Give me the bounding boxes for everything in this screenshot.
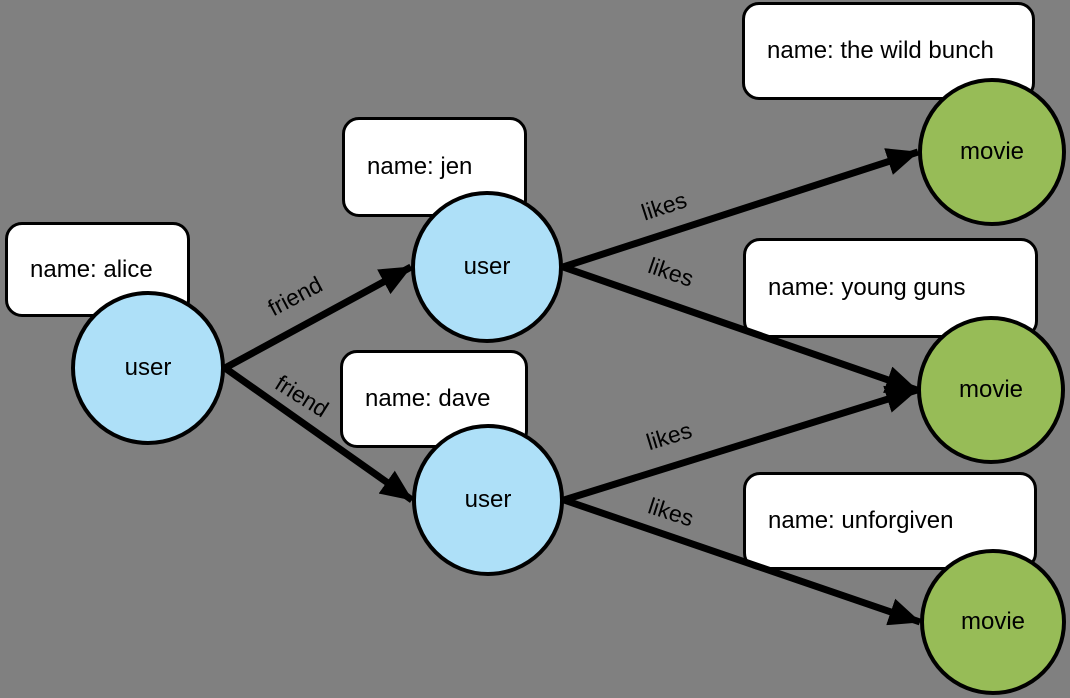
- property-text: name: unforgiven: [768, 507, 954, 534]
- edge-jen-young_guns: [561, 263, 919, 394]
- edge-dave-young_guns: [562, 385, 919, 504]
- edge-label-jen-wild_bunch: likes: [638, 187, 690, 226]
- property-text: name: jen: [367, 153, 473, 180]
- property-text: name: alice: [30, 255, 153, 283]
- property-text: name: the wild bunch: [767, 37, 994, 64]
- edge-jen-wild_bunch: [561, 148, 920, 271]
- edge-dave-unforgiven: [562, 496, 922, 626]
- property-text: name: young guns: [768, 274, 966, 301]
- edge-label-alice-jen: friend: [263, 271, 326, 321]
- edge-label-dave-young_guns: likes: [643, 417, 695, 455]
- edge-label-alice-dave: friend: [271, 370, 334, 423]
- edge-label-dave-unforgiven: likes: [645, 493, 697, 532]
- edge-alice-jen: [223, 263, 413, 372]
- edge-alice-dave: [222, 365, 415, 503]
- property-text: name: dave: [365, 385, 491, 412]
- edge-label-jen-young_guns: likes: [645, 252, 697, 292]
